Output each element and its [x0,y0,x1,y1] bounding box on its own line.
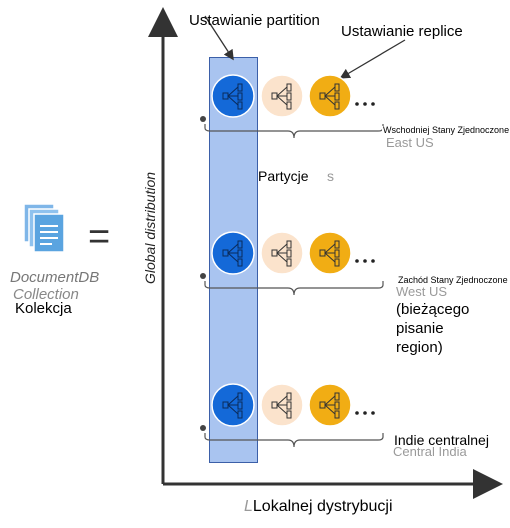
equals-sign: = [88,216,111,258]
replica-node-orange [308,231,352,275]
partition-node-primary [211,383,255,427]
partition-node-primary [211,231,255,275]
partition-arrow [204,15,234,61]
region-west-extra-line: pisanie [396,320,444,337]
partition-node-primary [211,74,255,118]
ellipsis-dot [355,102,359,106]
partitions-label: Partycje [258,168,309,184]
collection-ghost-label: Collection [13,286,79,303]
document-collection-icon [23,203,65,253]
replica-node-orange [308,74,352,118]
brace-endpoint-dot [200,425,206,431]
collection-label: Kolekcja [14,300,73,317]
region-west-extra: (bieżącego pisanie region) [395,300,471,357]
ellipsis-dot [355,411,359,415]
replica-setting-label: Ustawianie replice [341,23,463,40]
replica-node-peach [260,74,304,118]
region-west-ghost: West US [396,284,448,299]
ellipsis-dot [363,411,367,415]
replica-node-peach [260,231,304,275]
documentdb-label: DocumentDB [10,269,100,286]
partition-setting-label: Ustawianie partition [189,12,320,29]
ellipsis-dot [363,259,367,263]
ellipsis-dot [371,411,375,415]
region-east-label: Wschodniej Stany Zjednoczone [382,125,510,135]
region-west-label: Zachód Stany Zjednoczone [397,275,509,285]
region-east-ghost: East US [386,135,434,150]
region-west-extra-line: region) [396,339,443,356]
region-brace [204,124,384,139]
region-brace [204,281,384,296]
brace-endpoint-dot [200,273,206,279]
x-axis-label: Lokalnej dystrybucji [252,498,393,515]
brace-endpoint-dot [200,116,206,122]
x-axis-label-ghost: L [244,498,253,515]
ellipsis-dot [363,102,367,106]
ellipsis-dot [371,102,375,106]
replica-arrow [339,39,406,79]
region-central-ghost: Central India [393,444,467,459]
region-west-extra-line: (bieżącego [396,301,470,318]
region-central-label: Indie centralnej [393,432,490,448]
x-axis-label-wrap: LLokalnej dystrybucji [244,499,393,515]
partitions-ghost: s [327,168,334,184]
ellipsis-dot [371,259,375,263]
region-brace [204,433,384,448]
ellipsis-dot [355,259,359,263]
replica-node-peach [260,383,304,427]
replica-node-orange [308,383,352,427]
